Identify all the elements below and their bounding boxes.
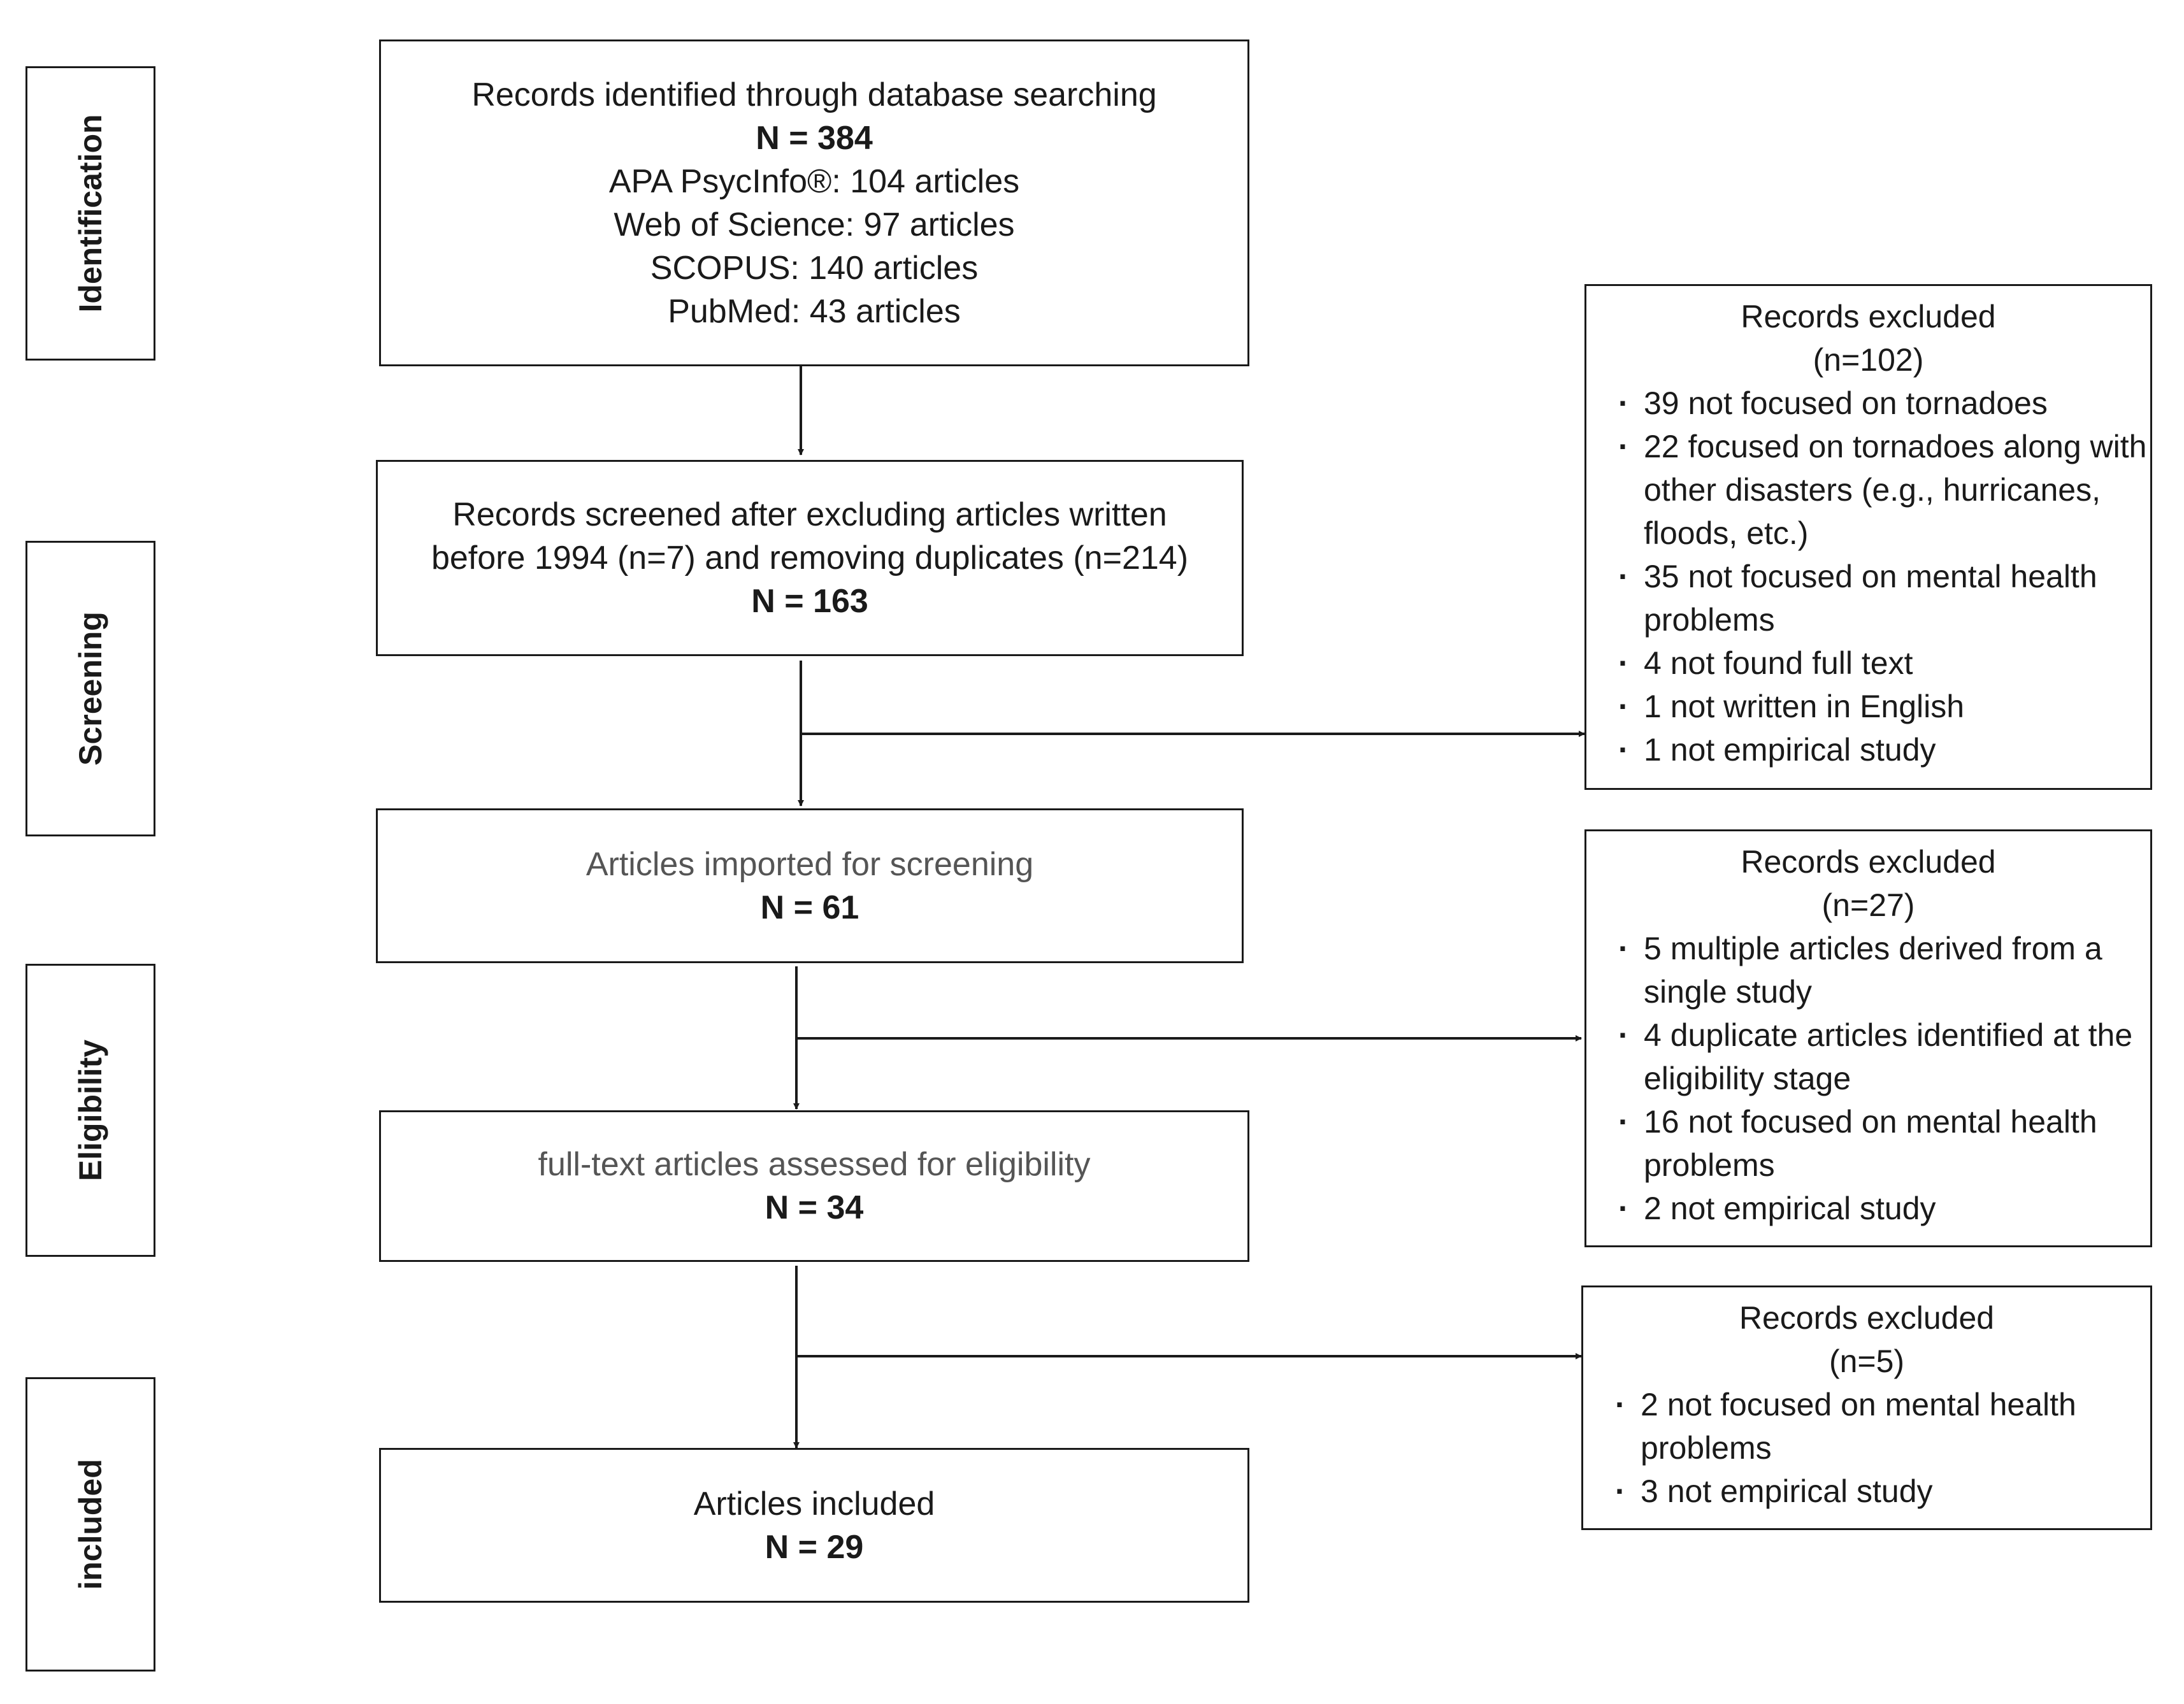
box-records-screened: Records screened after excluding article… [376,460,1244,656]
excluded-count: (n=27) [1821,887,1915,923]
source-line: PubMed: 43 articles [668,292,961,330]
excluded-title: Records excluded [1739,1300,1995,1336]
box-heading: Articles included [693,1485,935,1522]
stage-screening: Screening [25,541,155,836]
box-full-text-assessed: full-text articles assessed for eligibil… [379,1110,1249,1262]
source-line: Web of Science: 97 articles [614,206,1015,243]
excluded-count: (n=5) [1828,1343,1905,1379]
box-excluded-eligibility: Records excluded (n=27) 5 multiple artic… [1584,829,2152,1247]
box-articles-included: Articles included N = 29 [379,1448,1249,1603]
record-count: N = 384 [756,119,873,157]
box-heading: Records identified through database sear… [471,76,1157,113]
stage-eligibility: Eligibility [25,964,155,1257]
exclusion-reason: 3 not empirical study [1615,1470,2150,1513]
box-excluded-screening: Records excluded (n=102) 39 not focused … [1584,284,2152,790]
record-count: N = 29 [765,1528,864,1566]
box-heading: full-text articles assessed for eligibil… [538,1146,1091,1183]
exclusion-reasons: 2 not focused on mental health problems … [1583,1383,2150,1513]
stage-label: Screening [73,612,108,766]
exclusion-reason: 4 not found full text [1618,641,2150,685]
exclusion-reason: 35 not focused on mental health problems [1618,555,2150,641]
box-records-identified: Records identified through database sear… [379,39,1249,366]
box-heading: Articles imported for screening [586,845,1034,883]
exclusion-reason: 16 not focused on mental health problems [1618,1100,2150,1187]
exclusion-reason: 1 not empirical study [1618,728,2150,771]
stage-identification: Identification [25,66,155,361]
exclusion-reason: 39 not focused on tornadoes [1618,382,2150,425]
exclusion-reasons: 39 not focused on tornadoes 22 focused o… [1586,382,2150,771]
excluded-title: Records excluded [1741,299,1996,334]
box-heading: Records screened after excluding article… [452,496,1167,533]
stage-label: Identification [73,114,108,313]
record-count: N = 34 [765,1189,864,1226]
source-line: APA PsycInfo®: 104 articles [608,162,1020,200]
exclusion-reason: 2 not empirical study [1618,1187,2150,1230]
stage-included: included [25,1377,155,1672]
exclusion-reason: 5 multiple articles derived from a singl… [1618,927,2150,1013]
record-count: N = 163 [751,583,868,620]
record-count: N = 61 [760,889,859,926]
stage-label: Eligibility [73,1039,108,1182]
excluded-count: (n=102) [1813,342,1924,378]
box-excluded-full-text: Records excluded (n=5) 2 not focused on … [1581,1285,2152,1530]
exclusion-reason: 4 duplicate articles identified at the e… [1618,1013,2150,1100]
exclusion-reason: 22 focused on tornadoes along with other… [1618,425,2150,555]
excluded-title: Records excluded [1741,844,1996,880]
source-line: SCOPUS: 140 articles [650,249,979,287]
exclusion-reason: 2 not focused on mental health problems [1615,1383,2150,1470]
stage-label: included [73,1459,108,1590]
exclusion-reason: 1 not written in English [1618,685,2150,728]
box-heading-cont: before 1994 (n=7) and removing duplicate… [431,540,1189,576]
exclusion-reasons: 5 multiple articles derived from a singl… [1586,927,2150,1230]
box-articles-imported: Articles imported for screening N = 61 [376,808,1244,963]
